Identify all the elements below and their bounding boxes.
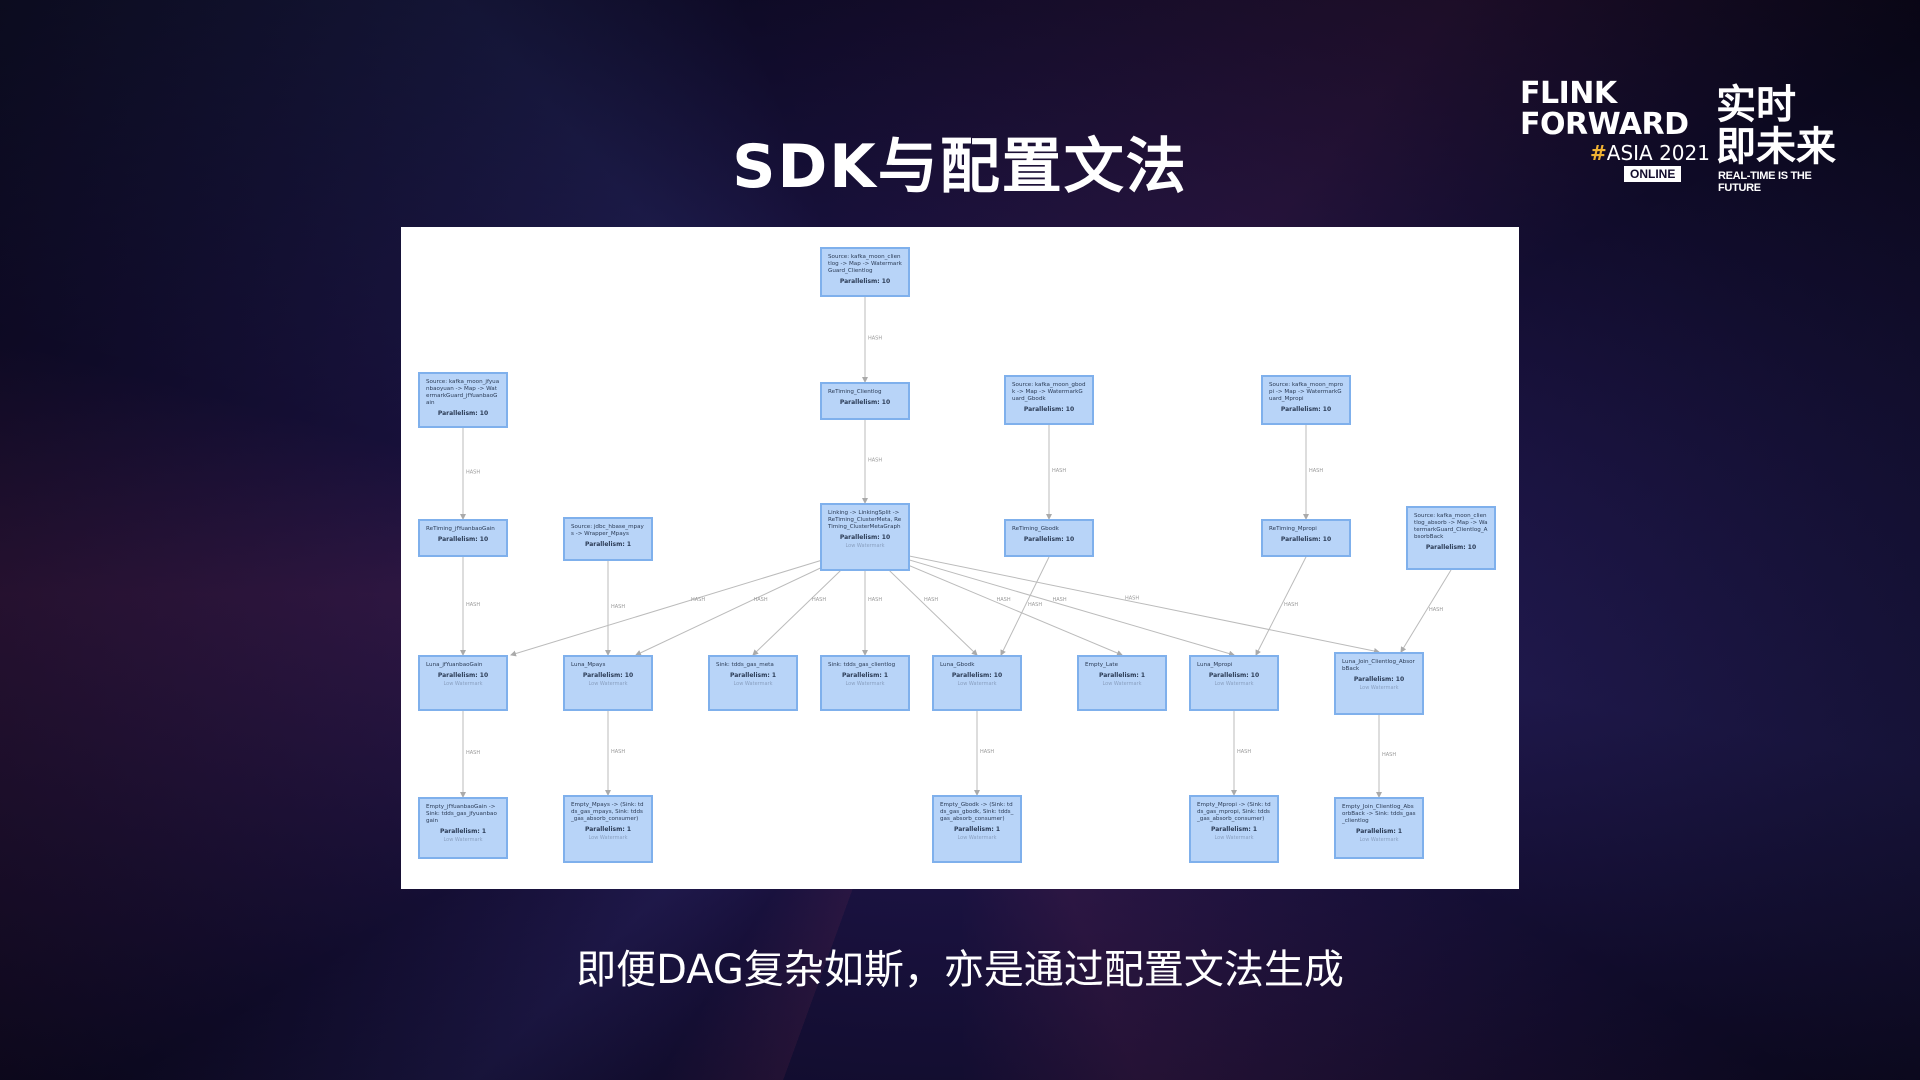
dag-edge-label: HASH — [1053, 597, 1067, 603]
dag-edge-label: HASH — [1125, 596, 1139, 602]
logo-chinese: 实时 即未来 — [1716, 82, 1836, 170]
slide-title: SDK与配置文法 — [732, 132, 1188, 202]
dag-node-empty-mpays[interactable]: Empty_Mpays -> (Sink: tdds_gas_mpays, Si… — [563, 795, 653, 863]
dag-screenshot-panel: HASH HASH HASH HASH HASH HASH HASH HASH HASH HASH… — [401, 227, 1519, 889]
dag-edge — [1000, 556, 1050, 656]
dag-edge-label: HASH — [868, 336, 882, 342]
dag-edge-label: HASH — [466, 750, 480, 756]
dag-edge-label: HASH — [1382, 752, 1396, 758]
dag-edge-label: HASH — [1237, 749, 1251, 755]
dag-node-empty-join[interactable]: Empty_Join_Clientlog_AbsorbBack -> Sink:… — [1334, 797, 1424, 859]
dag-node-source-jfyuanbao[interactable]: Source: kafka_moon_jfyuanbaoyuan -> Map … — [418, 372, 508, 428]
dag-node-source-mpropi[interactable]: Source: kafka_moon_mpropi -> Map -> Wate… — [1261, 375, 1351, 425]
dag-node-empty-mpropi[interactable]: Empty_Mpropi -> (Sink: tdds_gas_mpropi, … — [1189, 795, 1279, 863]
dag-edge — [1255, 556, 1307, 656]
dag-edge-label: HASH — [1028, 602, 1042, 608]
dag-node-source-gbodk[interactable]: Source: kafka_moon_gbodk -> Map -> Water… — [1004, 375, 1094, 425]
dag-edge-label: HASH — [1429, 607, 1443, 613]
dag-edge — [864, 546, 1235, 657]
dag-edge-label: HASH — [466, 602, 480, 608]
slide-subtitle: 即便DAG复杂如斯，亦是通过配置文法生成 — [576, 947, 1344, 993]
dag-edge-label: HASH — [997, 597, 1011, 603]
dag-edge — [1400, 569, 1452, 653]
logo-wordmark: FLINK FORWARD — [1520, 76, 1689, 142]
dag-edge-label: HASH — [1052, 468, 1066, 474]
dag-edge-label: HASH — [812, 597, 826, 603]
dag-edge-label: HASH — [868, 458, 882, 464]
dag-node-source-mpays[interactable]: Source: jdbc_hbase_mpays -> Wrapper_Mpay… — [563, 517, 653, 561]
logo-online-badge: ONLINE — [1624, 166, 1682, 182]
dag-node-source-clientlog[interactable]: Source: kafka_moon_clientlog -> Map -> W… — [820, 247, 910, 297]
dag-edge-label: HASH — [1284, 602, 1298, 608]
logo-asia: #ASIA 2021 — [1590, 141, 1710, 165]
dag-edges: HASH HASH HASH HASH HASH HASH HASH HASH HASH HASH… — [460, 297, 1452, 798]
dag-node-empty-jfyuanbao[interactable]: Empty_jfYuanbaoGain -> Sink: tdds_gas_jf… — [418, 797, 508, 859]
dag-edge — [510, 546, 866, 657]
dag-edge-label: HASH — [924, 597, 938, 603]
dag-edge-label: HASH — [754, 597, 768, 603]
dag-edge-label: HASH — [980, 749, 994, 755]
dag-node-source-absorb[interactable]: Source: kafka_moon_clientlog_absorb -> M… — [1406, 506, 1496, 570]
dag-edge-label: HASH — [1309, 468, 1323, 474]
dag-node-linking[interactable]: Linking -> LinkingSplit -> ReTiming_Clus… — [820, 503, 910, 571]
dag-edge-label: HASH — [466, 470, 480, 476]
dag-edge — [864, 546, 1380, 654]
dag-edge-label: HASH — [611, 749, 625, 755]
dag-edge-label: HASH — [868, 597, 882, 603]
dag-edge-label: HASH — [611, 604, 625, 610]
dag-edge-label: HASH — [691, 597, 705, 603]
logo-tagline: REAL-TIME IS THE FUTURE — [1718, 170, 1812, 194]
dag-node-empty-gbodk[interactable]: Empty_Gbodk -> (Sink: tdds_gas_gbodk, Si… — [932, 795, 1022, 863]
flink-forward-logo: FLINK FORWARD #ASIA 2021 ONLINE 实时 即未来 R… — [1520, 70, 1840, 194]
